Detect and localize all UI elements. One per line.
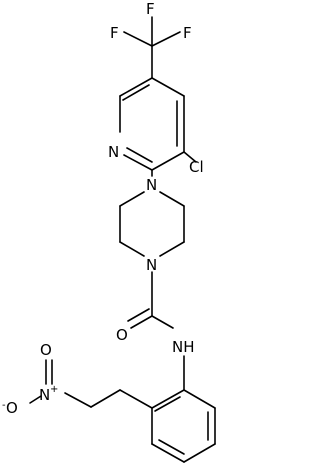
atom-n-pyridine: N (108, 143, 119, 161)
bond-ch2-ch2 (90, 389, 121, 408)
atom-f-left: F (110, 24, 119, 42)
atom-n-piperazine-bottom: N (146, 256, 157, 274)
bond-phenyl-c1-c2 (151, 389, 185, 409)
bond-pyridine-n1-c2-inner (126, 147, 153, 163)
bond-nitro-n-o-bottom (29, 395, 42, 404)
bond-phenyl-c1-c2-inner (154, 396, 181, 412)
bond-pyridine-c4-c5 (151, 77, 185, 97)
atom-o-nitro-top: O (40, 341, 52, 359)
bond-c3-cl (183, 151, 197, 163)
atom-n-nitro: N (39, 386, 50, 404)
bonds (29, 16, 216, 463)
atom-nh-amide: NH (172, 338, 195, 356)
bond-pyridine-n1-c2 (123, 154, 153, 171)
bond-pyridine-c2-c3 (151, 151, 185, 171)
bond-carbonyl-c-o-double (127, 308, 150, 322)
atom-labels: F F F N Cl N N O NH N + O O - (2, 0, 204, 417)
bond-piperazine-c-left-bottom-n1 (119, 241, 145, 257)
bond-cf3-c-f-right (151, 31, 181, 47)
bond-carbonyl-c-o (130, 315, 153, 329)
bond-piperazine-n4-c-left-top (119, 191, 145, 207)
bond-piperazine-n4-c-right-top (159, 191, 185, 207)
atom-o-nitro-bottom: O (6, 399, 18, 417)
bond-ch2-n-nitro (64, 392, 92, 408)
bond-phenyl-c6-c1 (183, 389, 216, 409)
bond-phenyl-c4-c5 (183, 443, 216, 463)
atom-n-piperazine-top: N (146, 176, 157, 194)
atom-cl: Cl (189, 158, 204, 176)
bond-pyridine-c5-c6-inner (122, 84, 150, 101)
atom-f-top: F (146, 0, 155, 18)
bond-cf3-c-f-left (123, 31, 153, 47)
bond-carbonyl-c-nh (151, 315, 174, 329)
bond-pyridine-c5-c6 (119, 77, 153, 97)
atom-o-nitro-bottom-charge: - (2, 400, 6, 411)
bond-phenyl-c3-c4-inner (158, 439, 185, 455)
atom-n-nitro-charge: + (50, 384, 58, 395)
bond-piperazine-c-right-bottom-n1 (159, 241, 185, 257)
chemical-structure-diagram: F F F N Cl N N O NH N + O O - (2, 0, 216, 463)
atom-o-carbonyl: O (116, 326, 128, 344)
bond-phenyl-ch2 (119, 389, 153, 409)
atom-f-right: F (183, 24, 192, 42)
bond-phenyl-c3-c4 (151, 443, 185, 463)
